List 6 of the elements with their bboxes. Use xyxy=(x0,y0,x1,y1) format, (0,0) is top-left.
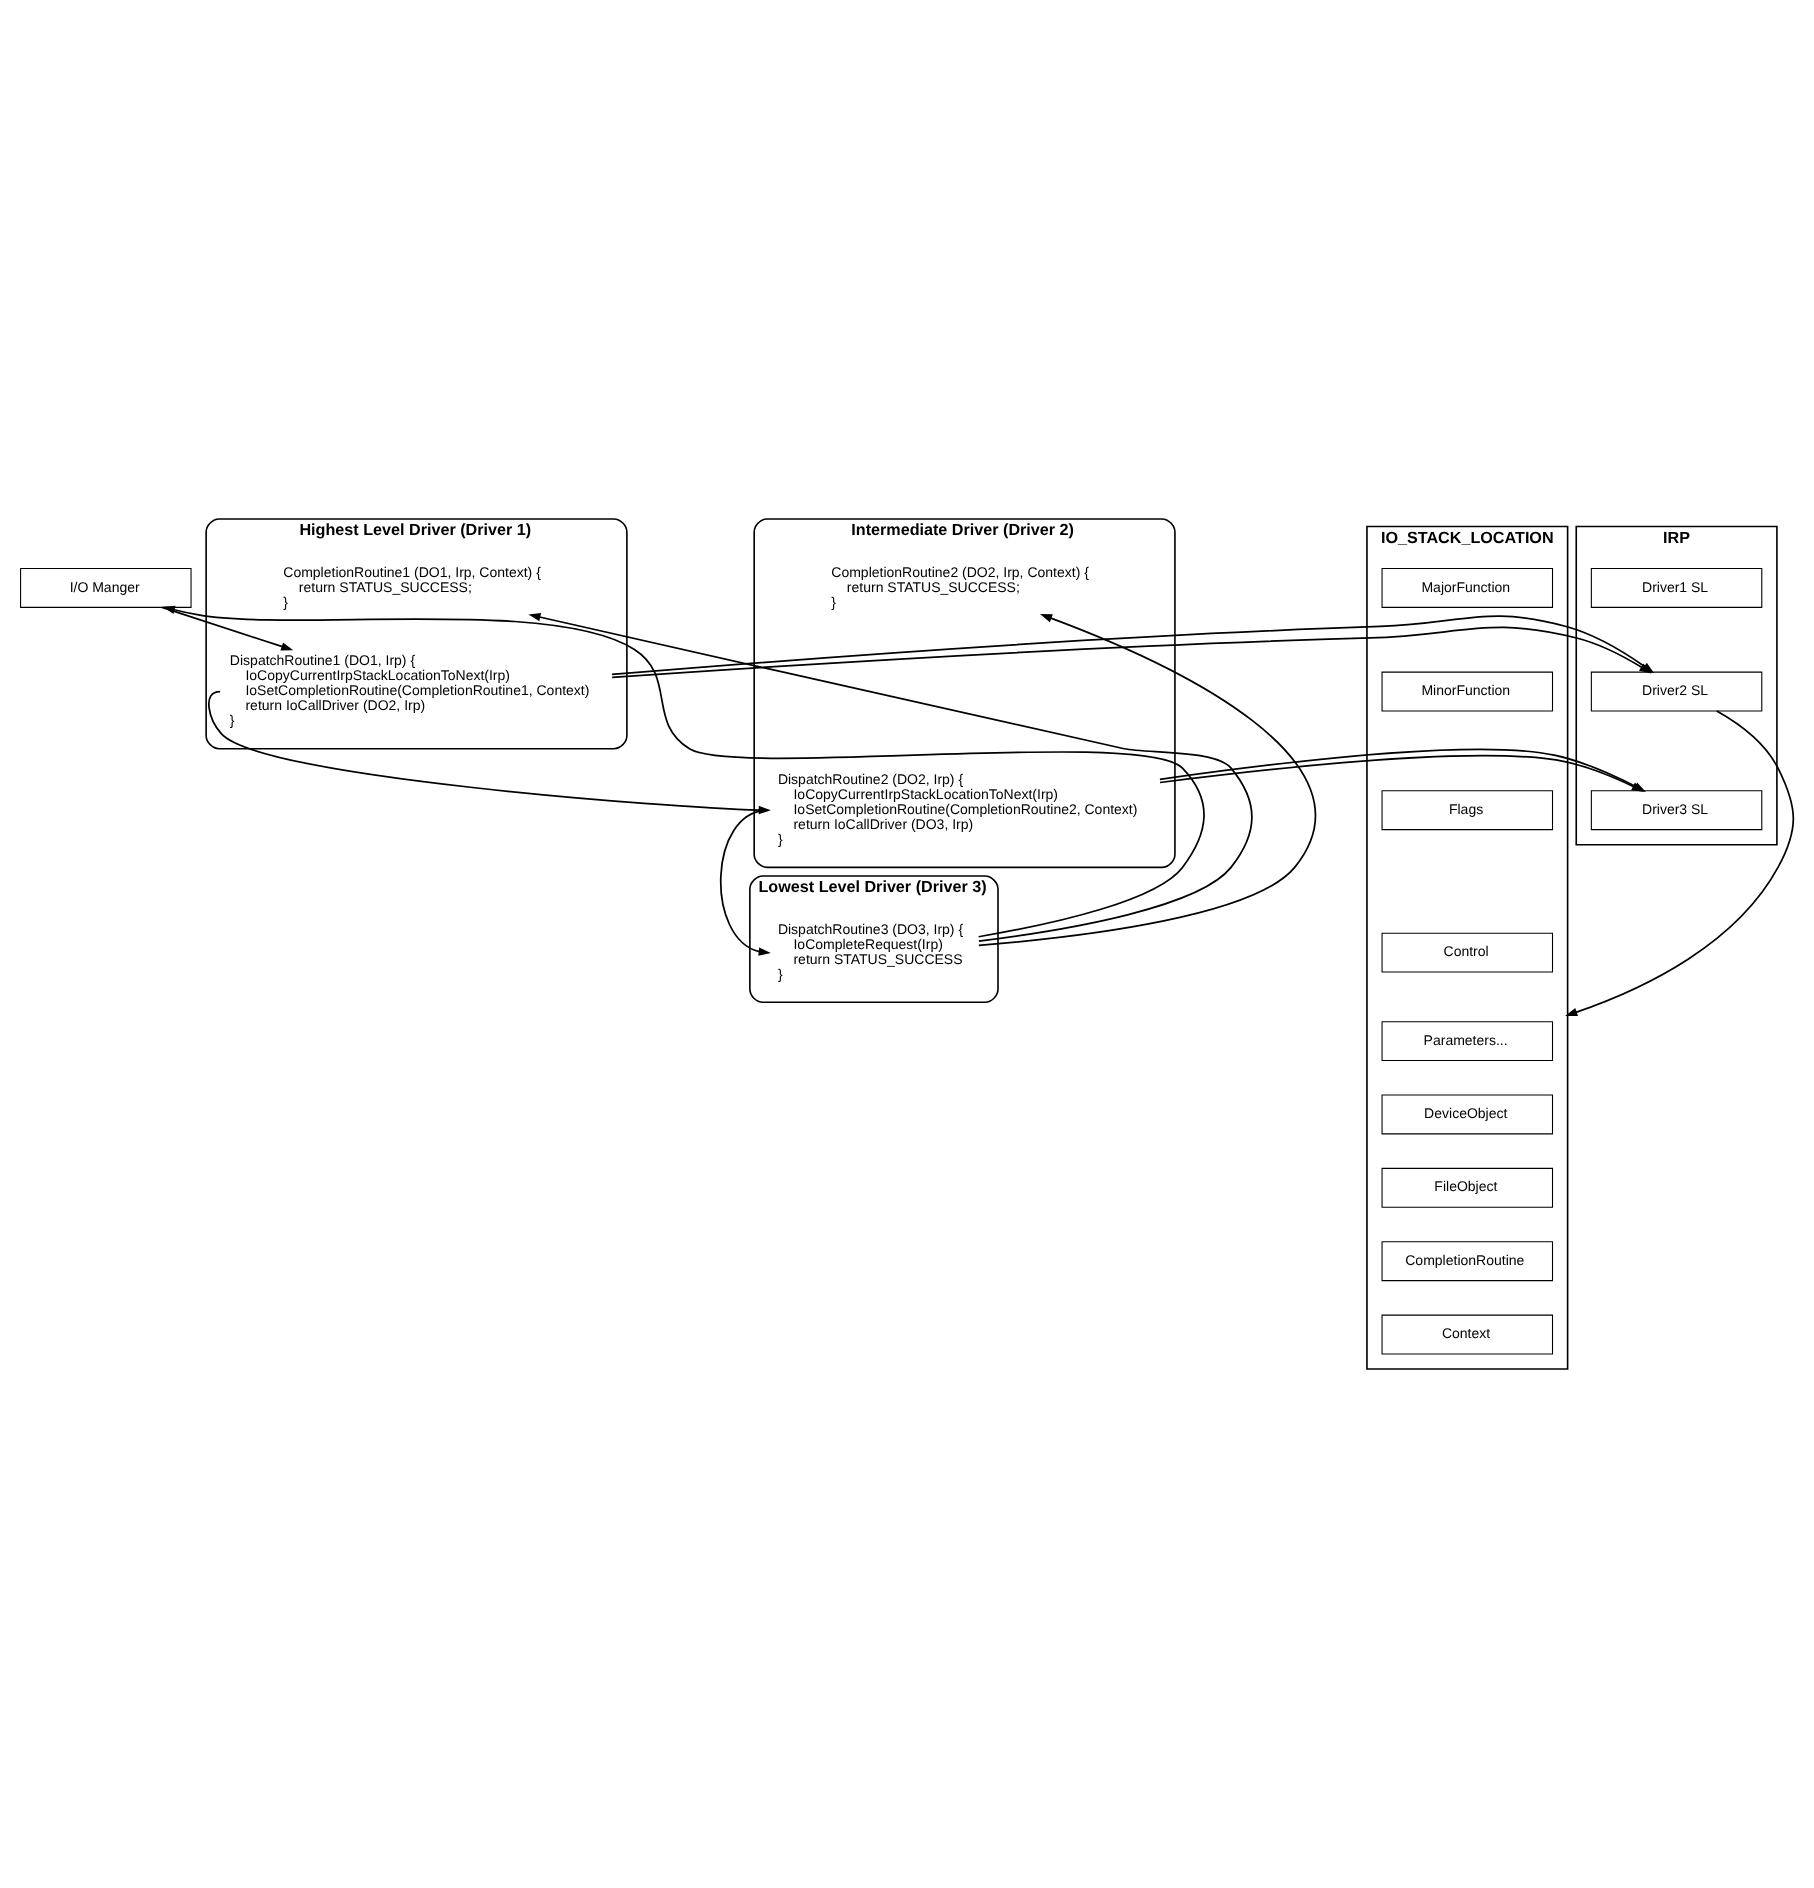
arrow xyxy=(720,809,771,956)
arrow xyxy=(1565,710,1795,1017)
arrow xyxy=(977,614,1317,947)
arrow xyxy=(528,613,1253,942)
arrow xyxy=(161,606,294,651)
arrow xyxy=(162,605,1205,938)
